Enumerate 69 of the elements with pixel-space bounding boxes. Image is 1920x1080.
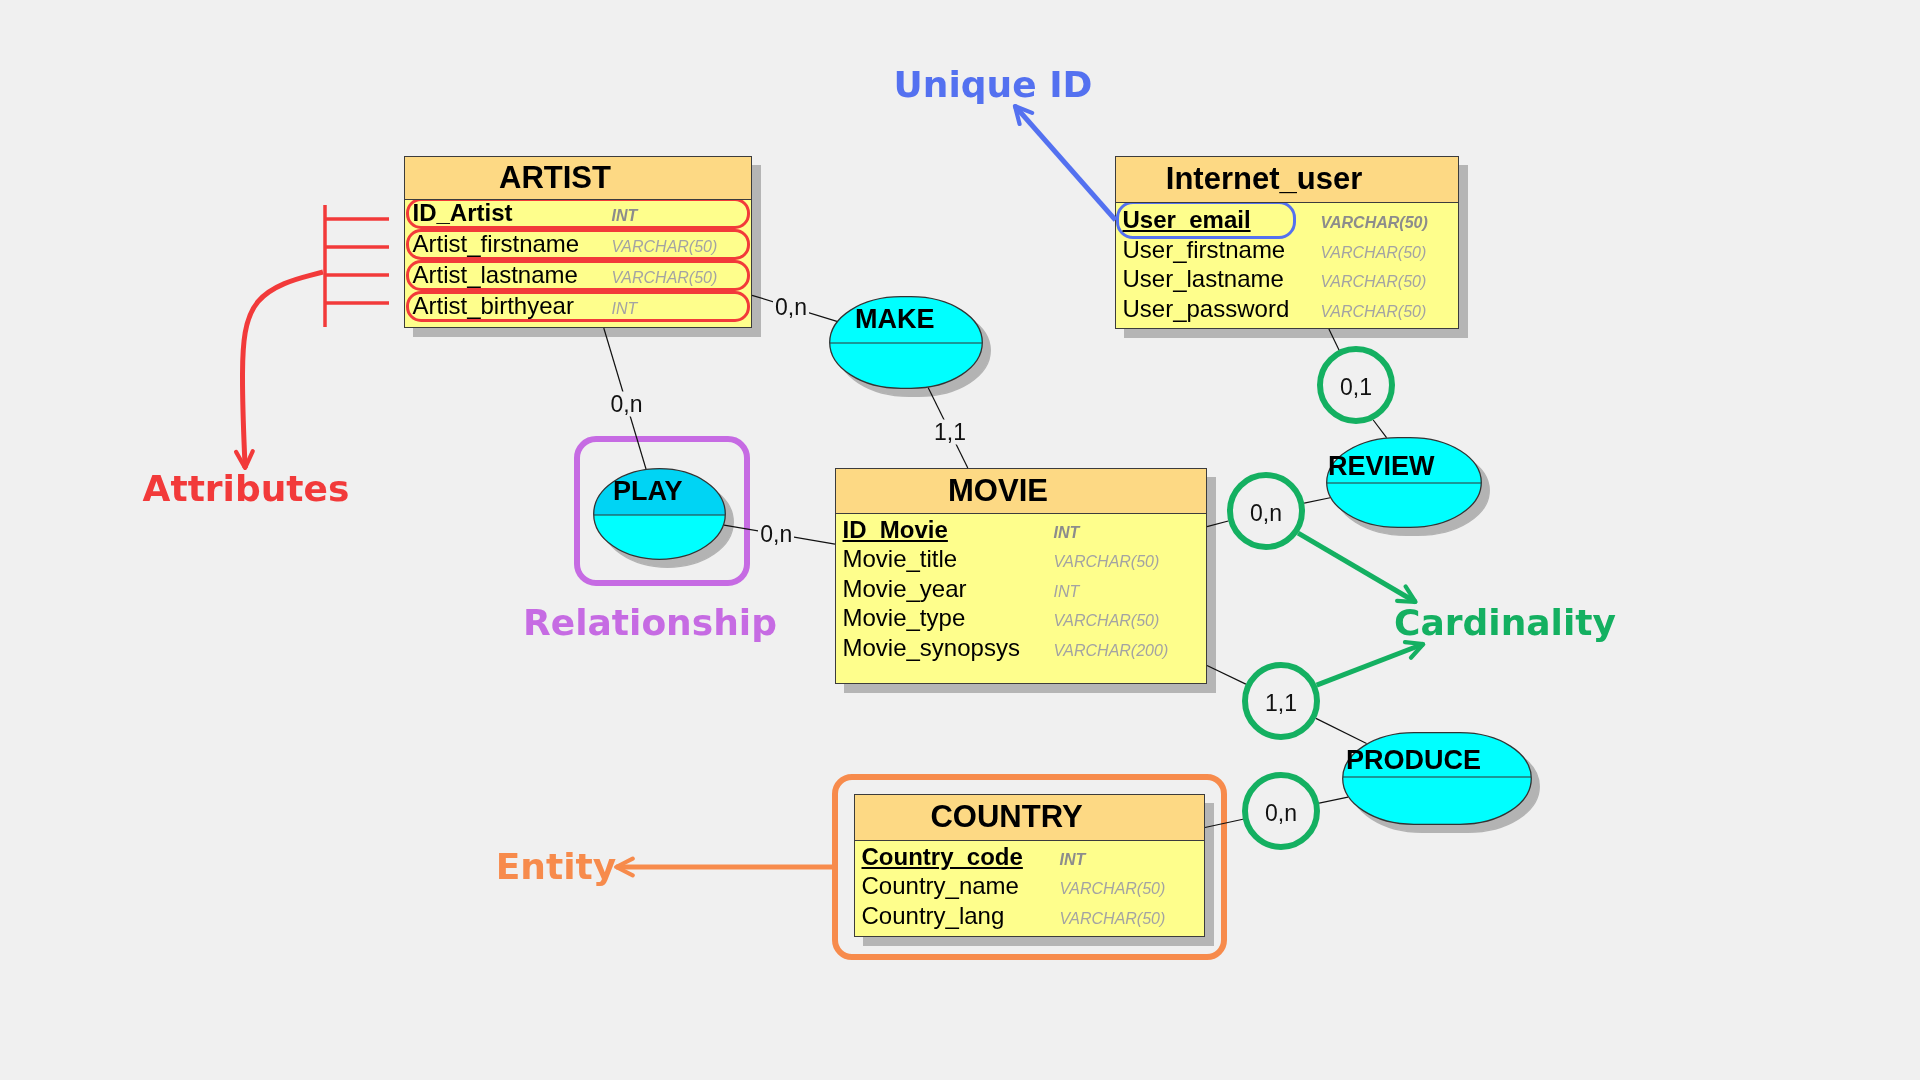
attribute-name: Artist_birthyear	[412, 293, 574, 319]
bracket	[323, 203, 391, 329]
attribute-name: Movie_type	[842, 605, 966, 632]
highlight-frame	[832, 774, 1227, 960]
primary-key: User_email	[1122, 206, 1251, 233]
attribute-type: VARCHAR(50)	[1053, 553, 1160, 572]
connector-line	[1315, 717, 1368, 745]
connector-line	[1318, 796, 1349, 804]
annotation-label: Cardinality	[1394, 602, 1616, 644]
annotation-label: Attributes	[142, 468, 350, 510]
primary-key: Country_code	[861, 843, 1023, 870]
connector-line	[1372, 419, 1388, 439]
highlight-circle	[1317, 346, 1395, 424]
cardinality-label: 1,1	[932, 419, 968, 445]
entity-header: ARTIST	[405, 157, 751, 200]
attribute-name: Movie_synopsys	[842, 634, 1020, 661]
attribute-type: INT	[1053, 582, 1080, 601]
relationship-name: PRODUCE	[1346, 747, 1481, 773]
attribute-type: VARCHAR(50)	[1320, 213, 1428, 232]
entity-header: MOVIE	[836, 469, 1206, 514]
attribute-type: VARCHAR(200)	[1053, 641, 1169, 660]
attribute-type: INT	[1059, 850, 1086, 869]
primary-key: ID_Movie	[842, 516, 948, 543]
annotation-label: Unique ID	[893, 64, 1093, 106]
attribute-name: Artist_lastname	[412, 262, 578, 288]
attribute-name: Country_lang	[861, 902, 1005, 929]
highlight-outline	[405, 290, 750, 322]
connector-line	[1206, 520, 1229, 528]
attribute-type: VARCHAR(50)	[1053, 612, 1160, 631]
arrow	[614, 856, 832, 878]
attribute-type: INT	[1053, 523, 1080, 542]
attribute-name: Movie_year	[842, 575, 967, 602]
relationship-name: PLAY	[613, 478, 683, 504]
arrow	[1012, 103, 1118, 222]
highlight-outline	[405, 259, 750, 291]
annotation-label: Entity	[495, 846, 617, 888]
primary-key: ID_Artist	[412, 200, 513, 226]
arrow	[234, 269, 324, 471]
attribute-name: Movie_title	[842, 546, 958, 573]
annotation-label: Relationship	[523, 602, 777, 644]
attribute-type: VARCHAR(50)	[611, 238, 718, 256]
entity-header: COUNTRY	[855, 795, 1204, 841]
attribute-name: User_firstname	[1122, 236, 1286, 263]
attribute-type: VARCHAR(50)	[611, 269, 718, 287]
attribute-type: VARCHAR(50)	[1059, 909, 1166, 928]
connector-line	[1328, 328, 1340, 351]
entity-header: Internet_user	[1116, 157, 1458, 203]
highlight-circle	[1227, 472, 1305, 550]
connector-line	[1206, 664, 1247, 685]
connector-line	[1303, 497, 1331, 504]
attribute-type: INT	[611, 207, 638, 225]
attribute-name: User_lastname	[1122, 266, 1284, 292]
attribute-name: Artist_firstname	[412, 231, 580, 257]
highlight-outline	[405, 228, 750, 260]
arrow	[1296, 530, 1418, 605]
connector-line	[1204, 818, 1244, 829]
highlight-circle	[1242, 662, 1320, 740]
relationship-name: MAKE	[855, 306, 935, 332]
attribute-name: User_password	[1122, 295, 1290, 322]
arrow	[1315, 640, 1426, 688]
relationship-name: REVIEW	[1328, 453, 1435, 479]
attribute-type: INT	[611, 300, 638, 318]
attribute-type: VARCHAR(50)	[1320, 273, 1427, 291]
attribute-name: Country_name	[861, 873, 1019, 900]
cardinality-label: 0,n	[608, 391, 645, 417]
attribute-type: VARCHAR(50)	[1320, 302, 1427, 321]
attribute-type: VARCHAR(50)	[1320, 243, 1427, 262]
attribute-type: VARCHAR(50)	[1059, 880, 1166, 899]
highlight-circle	[1242, 772, 1320, 850]
